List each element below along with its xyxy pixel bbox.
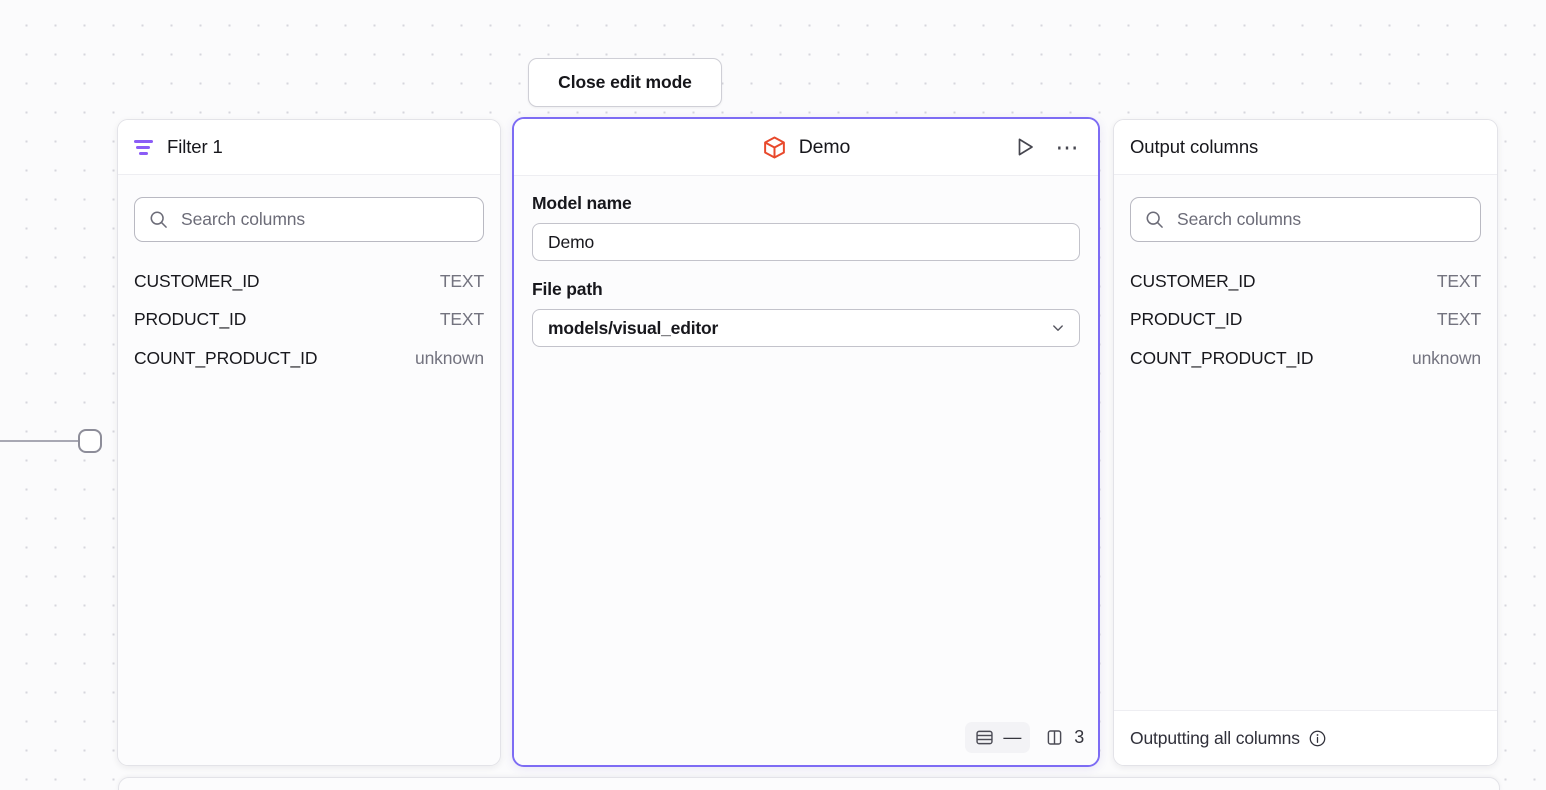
list-item[interactable]: CUSTOMER_ID TEXT — [1114, 262, 1497, 301]
row-count-group[interactable]: — — [965, 722, 1031, 753]
column-type: TEXT — [439, 270, 484, 291]
search-icon — [1146, 211, 1163, 228]
search-icon — [150, 211, 167, 228]
file-path-label: File path — [532, 279, 603, 299]
filter-icon — [134, 137, 154, 157]
list-item[interactable]: PRODUCT_ID TEXT — [1114, 301, 1497, 340]
column-type: TEXT — [439, 309, 484, 330]
filter-panel-title: Filter 1 — [167, 136, 223, 157]
column-type: unknown — [1411, 347, 1481, 368]
output-panel-body: Search columns CUSTOMER_ID TEXT PRODUCT_… — [1114, 175, 1497, 710]
more-options-icon: ⋯ — [1055, 134, 1080, 160]
column-name: PRODUCT_ID — [1130, 309, 1243, 330]
column-name: CUSTOMER_ID — [134, 270, 260, 291]
cube-icon — [763, 136, 785, 158]
column-name: CUSTOMER_ID — [1130, 270, 1256, 291]
model-name-label: Model name — [532, 193, 632, 213]
filter-panel-body: Search columns CUSTOMER_ID TEXT PRODUCT_… — [118, 175, 500, 765]
file-path-value: models/visual_editor — [548, 317, 719, 338]
filter-search-placeholder: Search columns — [181, 209, 306, 229]
column-count-value: 3 — [1074, 727, 1084, 747]
model-panel-body: Model name Demo File path models/visual_… — [514, 176, 1098, 765]
close-edit-mode-button[interactable]: Close edit mode — [528, 58, 722, 107]
model-node-panel[interactable]: Demo ⋯ Model name Demo File path models/… — [512, 117, 1100, 767]
output-panel-footer: Outputting all columns — [1114, 710, 1497, 765]
output-search-placeholder: Search columns — [1177, 209, 1302, 229]
column-name: COUNT_PRODUCT_ID — [134, 347, 318, 368]
rows-icon — [976, 730, 994, 745]
play-icon — [1018, 138, 1033, 156]
model-name-input[interactable]: Demo — [532, 223, 1080, 261]
model-form: Model name Demo File path models/visual_… — [514, 176, 1098, 347]
model-panel-header: Demo ⋯ — [514, 119, 1098, 176]
output-panel-title: Output columns — [1130, 136, 1259, 157]
column-name: PRODUCT_ID — [134, 309, 247, 330]
model-options-button[interactable]: ⋯ — [1054, 134, 1083, 160]
output-columns-panel[interactable]: Output columns Search columns CUSTOMER_I… — [1113, 119, 1498, 766]
output-column-list: CUSTOMER_ID TEXT PRODUCT_ID TEXT COUNT_P… — [1114, 262, 1497, 378]
connector-edge — [0, 440, 82, 442]
list-item[interactable]: PRODUCT_ID TEXT — [118, 301, 500, 340]
connector-handle[interactable] — [78, 429, 102, 453]
row-count-value: — — [1003, 727, 1022, 747]
list-item[interactable]: COUNT_PRODUCT_ID unknown — [118, 339, 500, 378]
file-path-select[interactable]: models/visual_editor — [532, 309, 1080, 347]
info-icon[interactable] — [1308, 729, 1327, 748]
output-search-input[interactable]: Search columns — [1130, 197, 1481, 242]
model-panel-title: Demo — [798, 135, 851, 158]
model-header-actions: ⋯ — [1012, 134, 1083, 160]
filter-node-panel[interactable]: Filter 1 Search columns CUSTOMER_ID TEXT… — [117, 119, 501, 766]
output-panel-header: Output columns — [1114, 120, 1497, 175]
column-type: TEXT — [1436, 309, 1481, 330]
list-item[interactable]: COUNT_PRODUCT_ID unknown — [1114, 339, 1497, 378]
column-count-group[interactable]: 3 — [1044, 727, 1084, 748]
model-statusbar: — 3 — [965, 722, 1084, 753]
filter-column-list: CUSTOMER_ID TEXT PRODUCT_ID TEXT COUNT_P… — [118, 262, 500, 378]
column-type: unknown — [414, 347, 484, 368]
run-model-button[interactable] — [1012, 134, 1038, 160]
chevron-down-icon — [1053, 325, 1063, 331]
list-item[interactable]: CUSTOMER_ID TEXT — [118, 262, 500, 301]
outputting-all-columns-label: Outputting all columns — [1130, 727, 1300, 748]
filter-panel-header: Filter 1 — [118, 120, 500, 175]
offscreen-node-panel[interactable] — [118, 777, 1500, 790]
filter-search-input[interactable]: Search columns — [134, 197, 484, 242]
columns-icon — [1047, 730, 1062, 745]
column-name: COUNT_PRODUCT_ID — [1130, 347, 1314, 368]
column-type: TEXT — [1436, 270, 1481, 291]
